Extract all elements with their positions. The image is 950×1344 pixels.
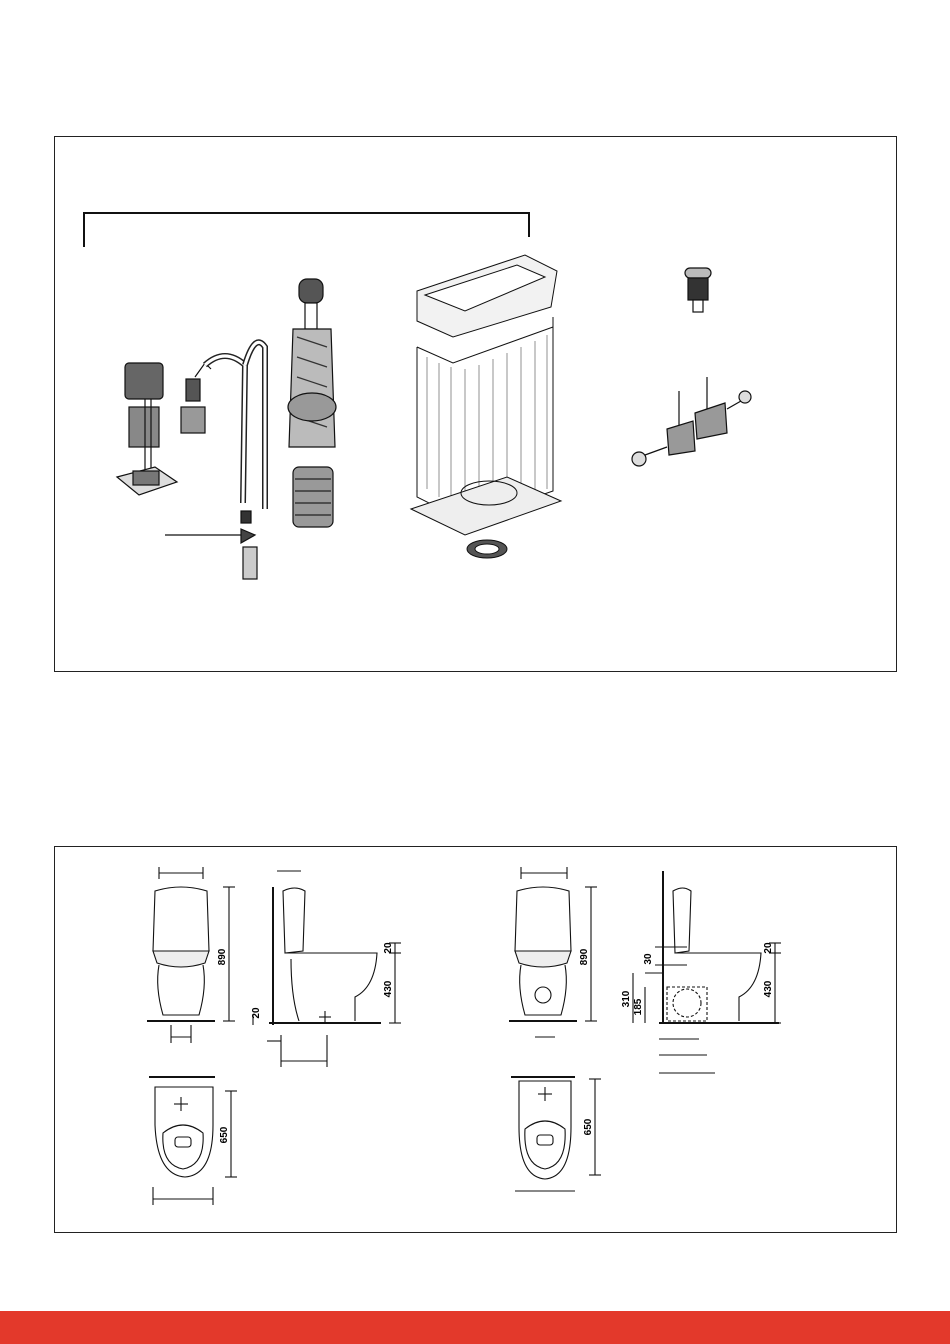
dim-a-seat-height: 430	[383, 980, 394, 997]
dim-b-seat-height: 430	[763, 980, 774, 997]
fixing-kit-illustration	[632, 377, 751, 466]
dim-b-outlet-height: 310	[621, 990, 632, 1007]
model-a-side-view	[253, 871, 401, 1067]
adapter-illustration	[243, 547, 257, 579]
flexible-hose-illustration	[205, 342, 265, 523]
valve-clip-illustration	[181, 363, 211, 433]
dim-a-seat-offset: 20	[383, 942, 394, 954]
dim-a-top-depth: 650	[219, 1126, 230, 1143]
fill-valve-illustration	[117, 363, 177, 495]
spare-parts-drawing	[55, 137, 896, 671]
dim-b-front-height: 890	[579, 948, 590, 965]
dim-a-side-gap: 20	[251, 1007, 262, 1019]
filter-illustration	[241, 529, 255, 543]
push-button-illustration	[685, 268, 711, 312]
dim-b-top-depth: 650	[583, 1118, 594, 1135]
dim-b-outlet-center: 185	[633, 998, 644, 1015]
dimension-drawings-panel: 890 20 20 430 650 890 20 430 30 310 185 …	[54, 846, 897, 1233]
dimension-drawings: 890 20 20 430 650 890 20 430 30 310 185 …	[55, 847, 896, 1232]
cistern-tank-illustration	[411, 255, 561, 558]
footer-bar	[0, 1311, 950, 1344]
parts-group-bracket	[84, 213, 529, 247]
dim-a-front-height: 890	[217, 948, 228, 965]
spare-parts-panel	[54, 136, 897, 672]
dim-b-inlet-offset: 30	[643, 953, 654, 965]
model-b-side-view	[633, 871, 781, 1073]
flush-valve-illustration	[288, 279, 336, 527]
dim-b-seat-offset: 20	[763, 942, 774, 954]
